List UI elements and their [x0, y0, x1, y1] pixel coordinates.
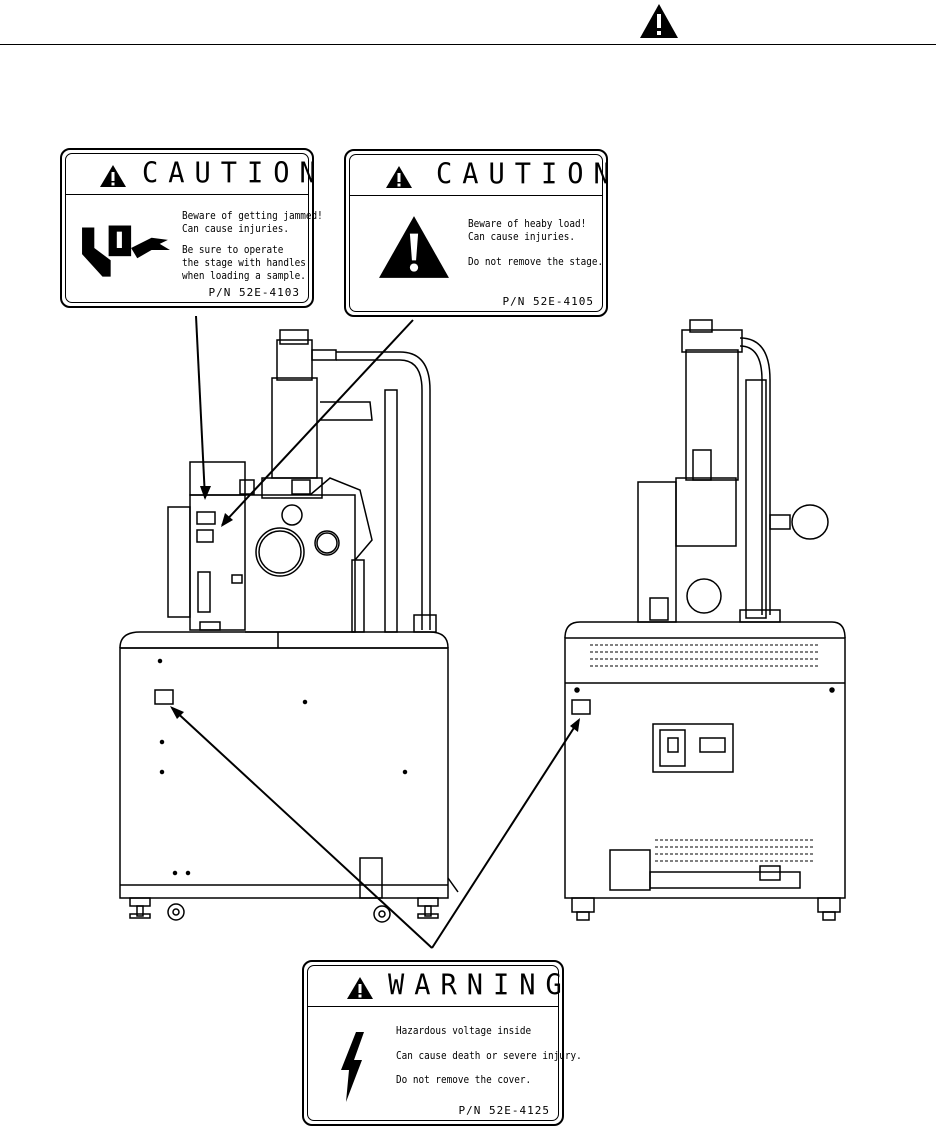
part-number: P/N 52E-4125	[458, 1104, 550, 1117]
lightning-bolt-icon	[341, 1032, 364, 1102]
part-number: P/N 52E-4105	[502, 295, 594, 308]
warning-triangle-icon	[386, 166, 412, 188]
label-title: WARNING	[388, 969, 572, 1002]
caution-label-jammed: CAUTION Beware of getting jammed! Can ca…	[60, 148, 323, 308]
header-rule	[0, 44, 936, 45]
caution-label-heavy-load: CAUTION Beware of heaby load! Can cause …	[344, 149, 610, 317]
hand-pinch-icon	[82, 225, 170, 277]
label-title: CAUTION	[142, 157, 326, 190]
warning-triangle-icon	[347, 977, 373, 999]
header-warning-triangle-icon	[640, 4, 678, 38]
warning-label-hazardous-voltage: WARNING Hazardous voltage inside Can cau…	[302, 960, 582, 1126]
heavy-load-triangle-icon	[379, 216, 449, 278]
part-number: P/N 52E-4103	[208, 286, 300, 299]
label-title: CAUTION	[436, 158, 620, 191]
warning-triangle-icon	[100, 165, 126, 187]
